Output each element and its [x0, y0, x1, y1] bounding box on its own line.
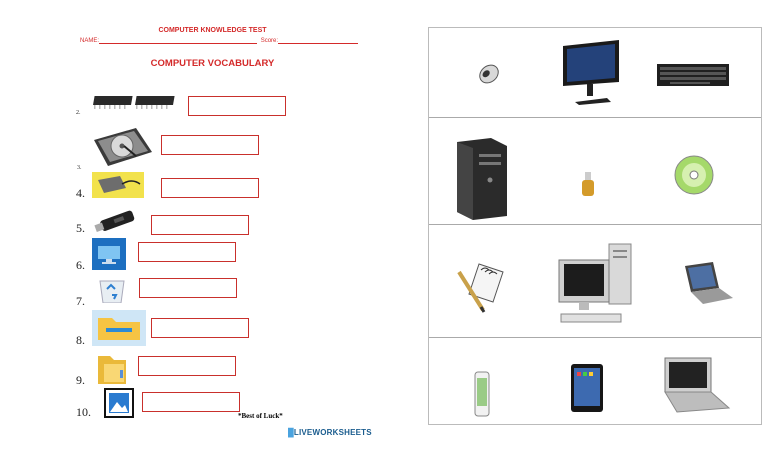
- answer-input-7[interactable]: [140, 279, 240, 300]
- answer-input-8[interactable]: [152, 319, 252, 340]
- picture-reference-panel: [428, 27, 762, 425]
- best-of-luck-text: *Best of Luck*: [238, 412, 283, 420]
- item-number: 10.: [76, 405, 91, 419]
- score-label: Score:: [260, 38, 279, 44]
- system-unit-icon: [457, 138, 507, 220]
- tablet-icon: [571, 364, 603, 412]
- name-underline: [99, 38, 258, 44]
- answer-input-9[interactable]: [139, 357, 239, 378]
- desktop-computer-icon: [558, 243, 632, 323]
- test-title: COMPUTER KNOWLEDGE TEST: [158, 27, 267, 34]
- usb-flash-drive-icon: [94, 210, 135, 232]
- desktop-monitor-icon: [92, 238, 126, 270]
- answer-box-9[interactable]: [138, 356, 239, 378]
- usb-stick-icon: [582, 172, 594, 196]
- answer-input-3[interactable]: [162, 136, 262, 157]
- row-divider: [429, 224, 761, 225]
- notepad-pencil-icon: [457, 263, 504, 313]
- item-number: 4.: [76, 186, 85, 200]
- laptop-icon: [685, 262, 733, 304]
- row-divider: [429, 337, 761, 338]
- item-number: 7.: [76, 294, 85, 308]
- answer-box-10[interactable]: [142, 392, 243, 414]
- answer-box-3[interactable]: [161, 135, 262, 157]
- keyboard-icon: [657, 64, 729, 86]
- name-label: NAME:: [80, 38, 100, 44]
- item-number: 2.: [76, 110, 81, 116]
- folder-icon: [98, 356, 126, 384]
- brand-text: LIVEWORKSHEETS: [293, 428, 372, 437]
- answer-box-7[interactable]: [139, 278, 240, 300]
- item-number: 9.: [76, 373, 85, 387]
- file-explorer-icon: [92, 310, 146, 346]
- mouse-icon: [479, 64, 499, 84]
- answer-box-5[interactable]: [151, 215, 252, 237]
- recycle-bin-icon: [99, 280, 125, 303]
- flat-monitor-icon: [563, 40, 619, 105]
- answer-input-5[interactable]: [152, 216, 252, 237]
- name-score-line: NAME: Score:: [80, 38, 359, 44]
- external-drive-icon: [92, 172, 144, 198]
- netbook-icon: [664, 357, 731, 413]
- ram-chips-icon: [93, 96, 175, 109]
- hard-drive-icon: [94, 128, 152, 166]
- answer-input-4[interactable]: [162, 179, 262, 200]
- answer-box-4[interactable]: [161, 178, 262, 200]
- item-number: 8.: [76, 333, 85, 347]
- item-number: 3.: [77, 165, 82, 171]
- cd-disc-icon: [674, 155, 714, 195]
- mobile-phone-icon: [474, 371, 490, 417]
- brand-mark: █: [288, 428, 294, 437]
- answer-input-10[interactable]: [143, 393, 243, 414]
- picture-icon: [104, 388, 134, 418]
- answer-box-2[interactable]: [188, 96, 289, 118]
- answer-input-6[interactable]: [139, 243, 239, 264]
- liveworksheets-logo[interactable]: █LIVEWORKSHEETS: [288, 428, 372, 437]
- item-number: 5.: [76, 221, 85, 235]
- vocabulary-heading: COMPUTER VOCABULARY: [150, 58, 275, 69]
- row-divider: [429, 117, 761, 118]
- answer-input-2[interactable]: [189, 97, 289, 118]
- answer-box-8[interactable]: [151, 318, 252, 340]
- score-underline: [278, 38, 359, 44]
- answer-box-6[interactable]: [138, 242, 239, 264]
- item-number: 6.: [76, 258, 85, 272]
